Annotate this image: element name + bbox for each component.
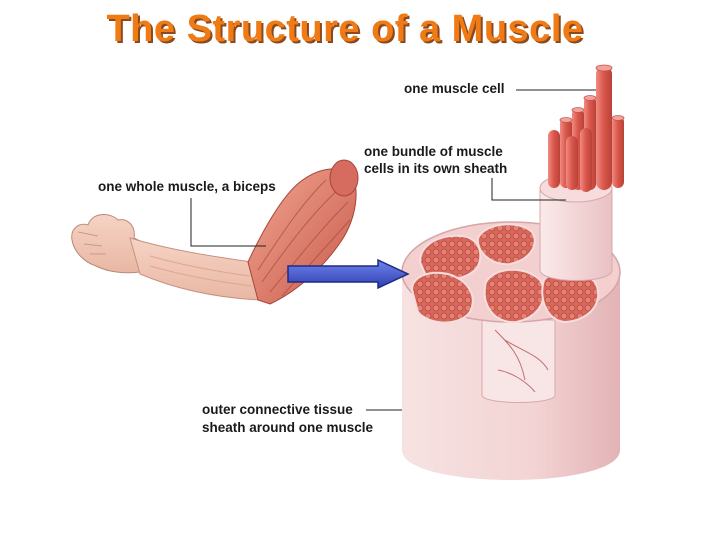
label-bundle-line1: one bundle of muscle [364, 143, 503, 161]
shoulder-cut [330, 160, 358, 196]
muscle-cross-section [402, 65, 624, 480]
sheath-cutaway [482, 320, 555, 403]
label-muscle-cell: one muscle cell [404, 80, 505, 98]
label-bundle-line2: cells in its own sheath [364, 160, 507, 178]
forearm-shape [130, 238, 260, 300]
label-outer-line1: outer connective tissue [202, 401, 353, 419]
label-outer-line2: sheath around one muscle [202, 419, 373, 437]
muscle-fibers [548, 65, 624, 192]
leader-whole-muscle [191, 198, 266, 246]
label-whole-muscle: one whole muscle, a biceps [98, 178, 276, 196]
